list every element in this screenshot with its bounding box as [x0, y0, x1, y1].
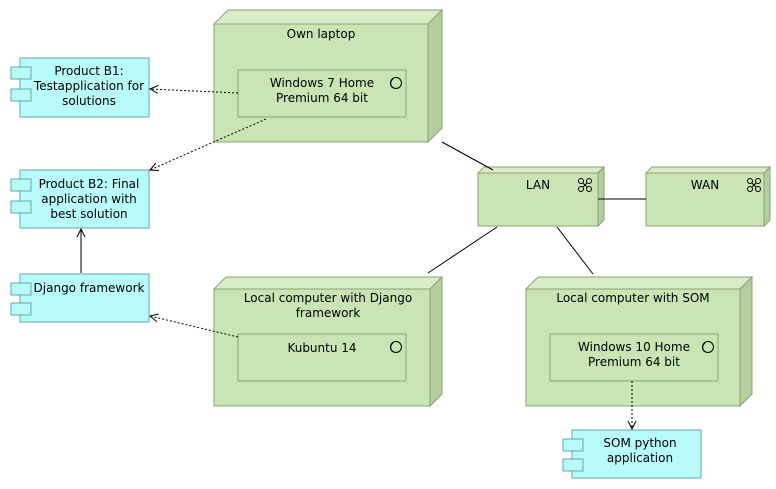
component-som-python-app[interactable] [562, 429, 702, 479]
windows7-label: Windows 7 Home Premium 64 bit [269, 76, 375, 105]
system-software-windows7[interactable] [237, 69, 407, 118]
node-django-computer[interactable] [212, 275, 444, 408]
django-framework-label: Django framework [33, 281, 145, 295]
component-product-b2[interactable] [10, 169, 150, 229]
system-software-icon [390, 341, 402, 353]
component-django-framework[interactable] [10, 273, 150, 323]
node-som-computer[interactable] [524, 275, 754, 408]
edge-laptop-lan [441, 141, 494, 171]
node-lan[interactable] [476, 165, 606, 228]
edge-lan-django-pc [427, 226, 498, 274]
component-product-b1[interactable] [10, 57, 150, 118]
wan-label: WAN [690, 178, 720, 192]
edge-win7-to-b1 [150, 89, 239, 93]
system-software-kubuntu[interactable] [237, 333, 407, 382]
product-b2-label: Product B2: Final application with best … [38, 177, 140, 221]
network-icon [578, 178, 592, 192]
node-wan[interactable] [644, 165, 772, 228]
lan-label: LAN [525, 178, 551, 192]
node-own-laptop[interactable] [212, 8, 444, 144]
edge-lan-som-pc [556, 226, 594, 275]
network-icon [747, 178, 761, 192]
edge-win7-to-b2 [150, 118, 267, 170]
product-b1-label: Product B1: Testapplication for solution… [33, 64, 145, 108]
edge-kubuntu-to-django [150, 316, 239, 338]
system-software-windows10[interactable] [549, 333, 719, 382]
django-pc-title: Local computer with Django framework [243, 291, 413, 320]
system-software-icon [390, 77, 402, 89]
som-app-label: SOM python application [603, 436, 677, 465]
kubuntu-label: Kubuntu 14 [287, 341, 357, 355]
own-laptop-title: Own laptop [286, 27, 356, 41]
edges [81, 89, 646, 429]
system-software-icon [702, 341, 714, 353]
som-pc-title: Local computer with SOM [556, 291, 710, 305]
windows10-label: Windows 10 Home Premium 64 bit [578, 340, 690, 369]
